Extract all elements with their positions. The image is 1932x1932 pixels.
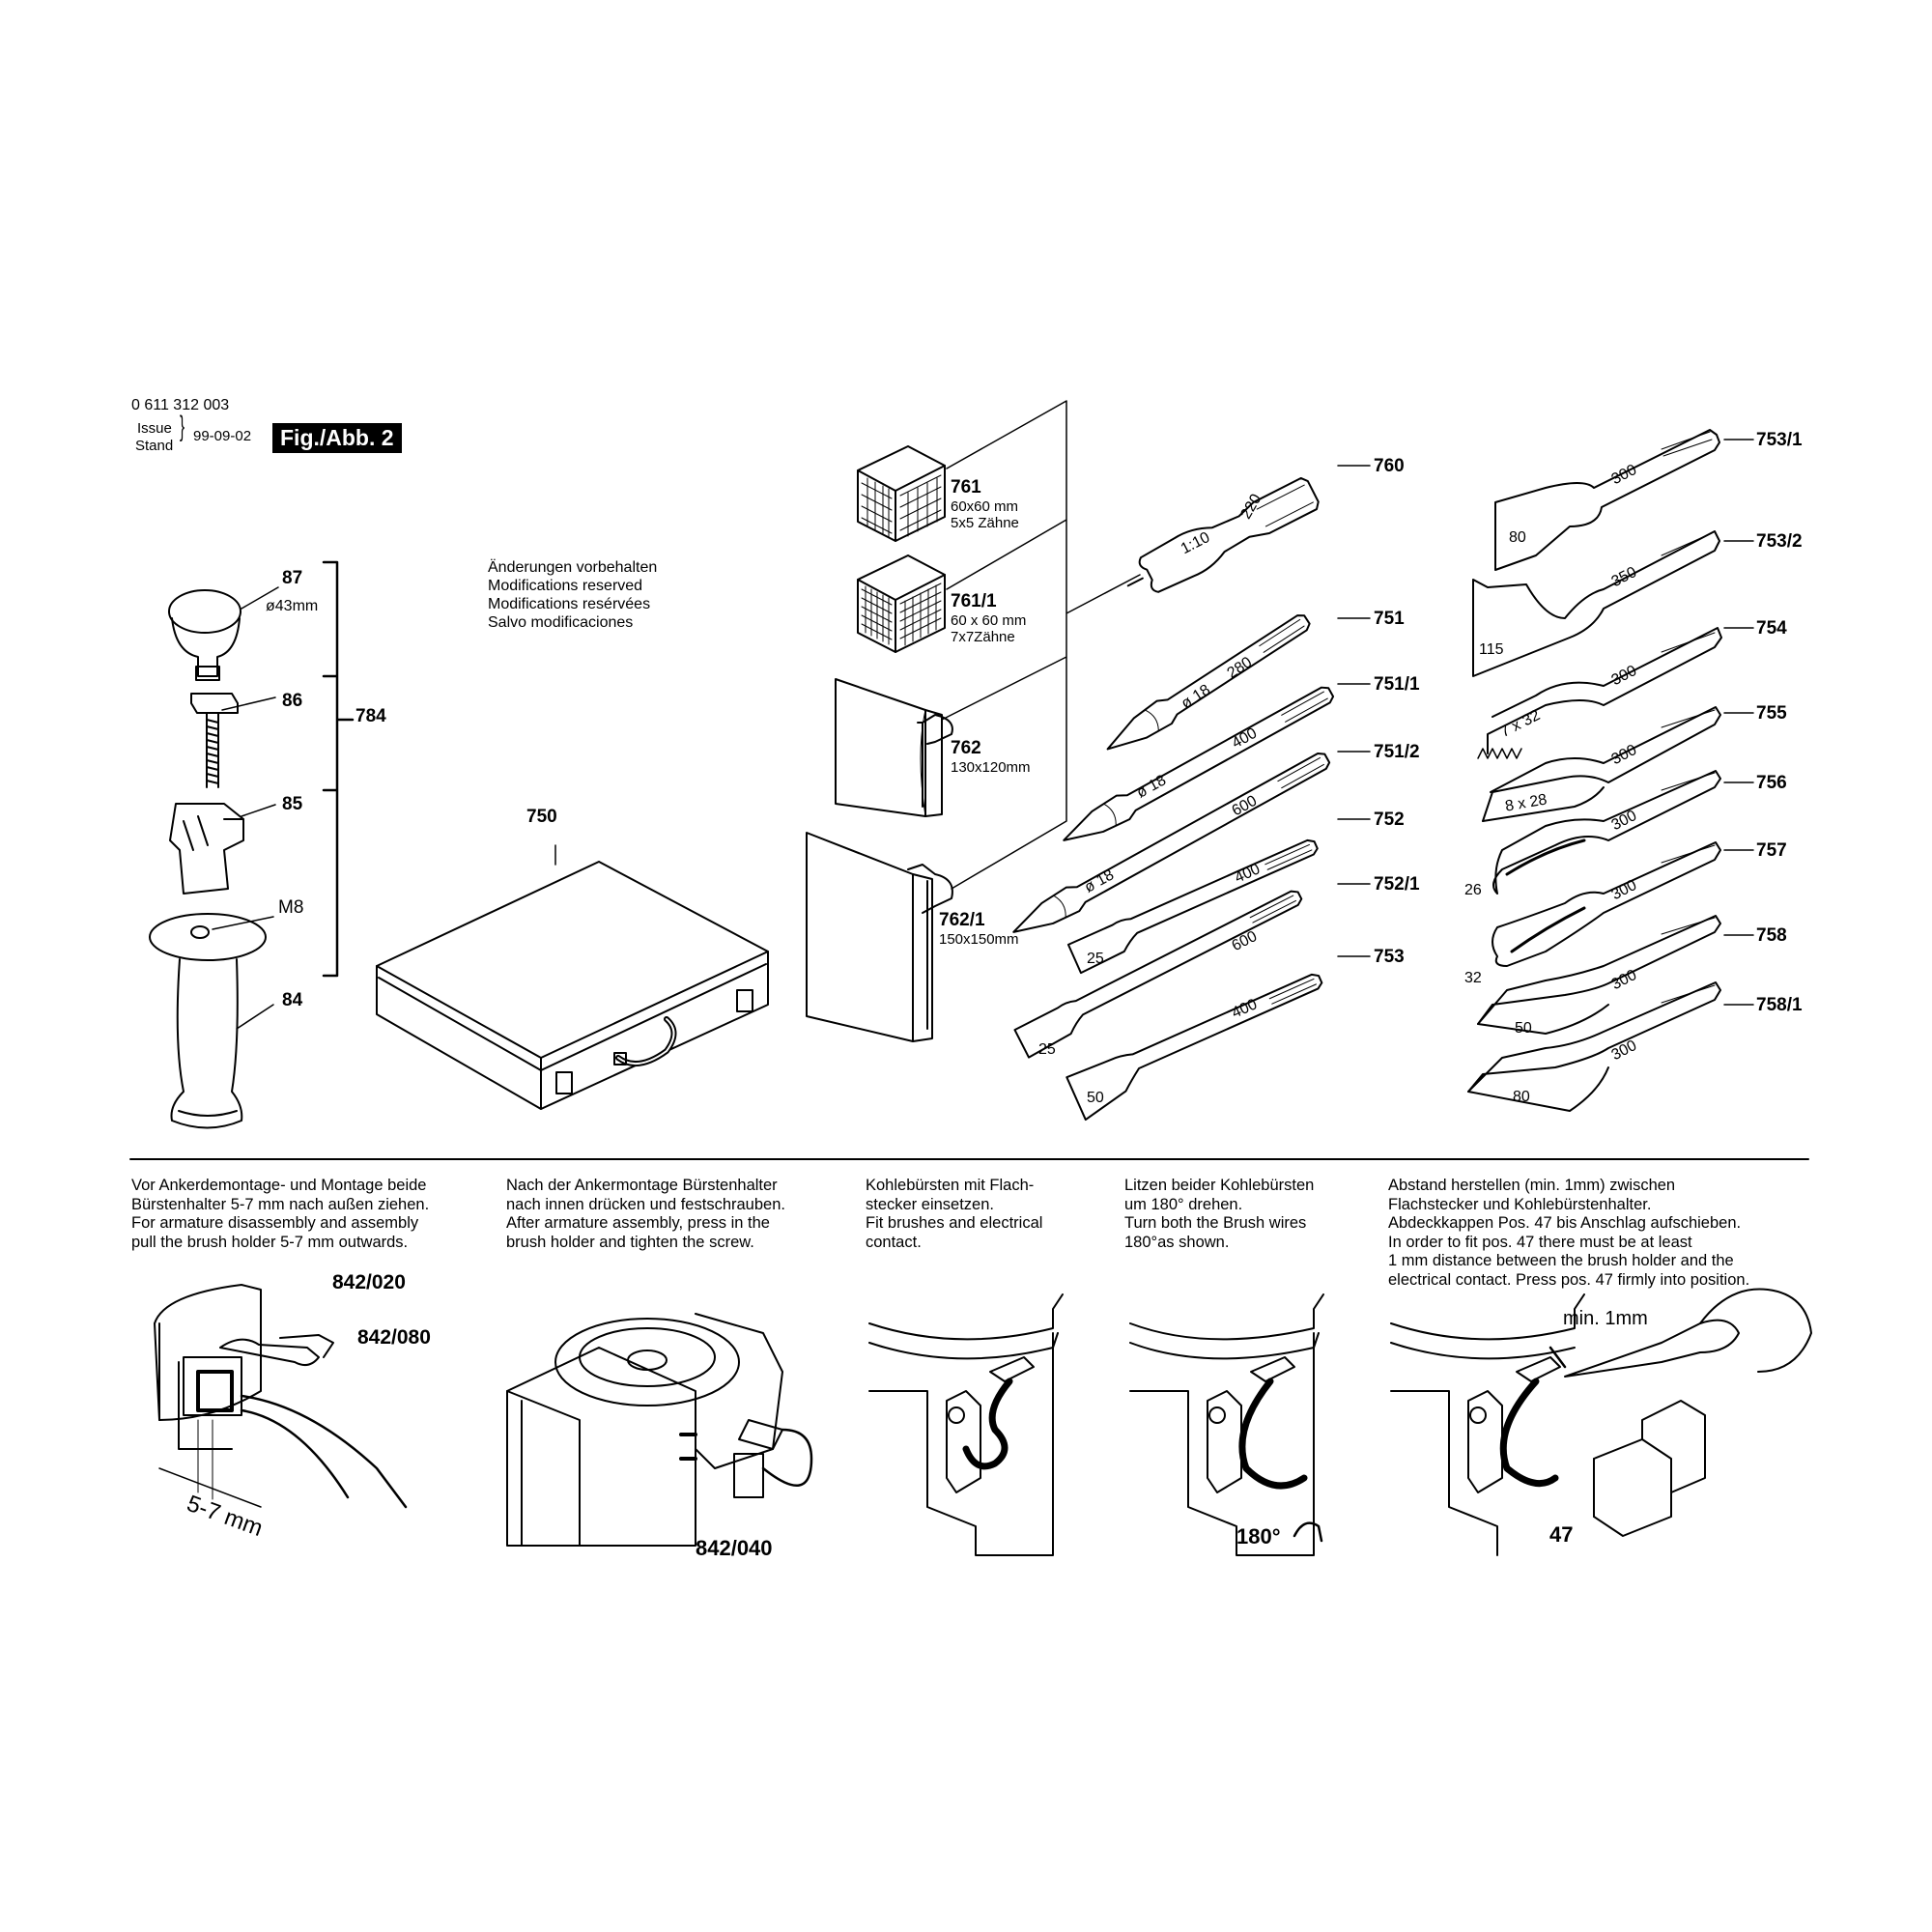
label-180deg: 180° — [1236, 1524, 1281, 1548]
width-756: 26 — [1464, 882, 1482, 898]
step2-illustration — [506, 1313, 813, 1547]
side-handle-assembly — [149, 560, 355, 1129]
t-bolt-drawing — [190, 693, 239, 788]
label-753-1: 753/1 — [1756, 430, 1803, 450]
label-84: 84 — [282, 990, 303, 1010]
label-752: 752 — [1374, 810, 1405, 830]
width-753-1: 80 — [1509, 529, 1526, 546]
chisel-753-drawing — [1065, 973, 1323, 1122]
step5-illustration — [1390, 1288, 1812, 1556]
label-757: 757 — [1756, 840, 1787, 861]
instruction-1-text: Vor Ankerdemontage- und Montage beide Bü… — [131, 1177, 430, 1251]
nut-holder-drawing — [169, 803, 244, 895]
label-85: 85 — [282, 794, 303, 814]
instruction-3-text: Kohlebürsten mit Flach- stecker einsetze… — [866, 1177, 1043, 1251]
label-86: 86 — [282, 691, 303, 711]
label-751-2: 751/2 — [1374, 742, 1420, 762]
instruction-2-text: Nach der Ankermontage Bürstenhalter nach… — [506, 1177, 785, 1251]
label-47: 47 — [1549, 1522, 1574, 1547]
issue-label: Issue — [137, 420, 172, 437]
modifications-notice: Änderungen vorbehalten Modifications res… — [488, 559, 658, 631]
label-752-1: 752/1 — [1374, 874, 1420, 895]
width-757: 32 — [1464, 970, 1482, 986]
label-784: 784 — [355, 706, 386, 726]
spec-762-1: 150x150mm — [939, 931, 1019, 948]
label-761-1: 761/1 — [951, 591, 997, 611]
label-751: 751 — [1374, 609, 1405, 629]
chisel-751-drawing — [1106, 614, 1311, 751]
label-842-020: 842/020 — [332, 1271, 406, 1293]
chisel-758-1-drawing — [1467, 981, 1721, 1112]
label-754: 754 — [1756, 618, 1787, 639]
chisel-760-drawing — [1126, 476, 1320, 593]
chisel-752-1-drawing — [1013, 890, 1303, 1059]
chisel-751-1-drawing — [1063, 686, 1335, 841]
width-752: 25 — [1087, 951, 1104, 967]
chisel-756-drawing — [1492, 770, 1721, 895]
chisel-753-1-drawing — [1494, 429, 1720, 571]
bushing-plate-761-drawing — [857, 445, 946, 542]
stand-label: Stand — [135, 438, 174, 454]
bushing-plate-762-drawing — [835, 678, 953, 817]
label-753-2: 753/2 — [1756, 531, 1803, 552]
step4-illustration — [1129, 1293, 1324, 1556]
instruction-5-text: Abstand herstellen (min. 1mm) zwischen F… — [1388, 1177, 1750, 1289]
leader-lines — [1337, 439, 1754, 1006]
chisel-751-2-drawing — [1012, 753, 1331, 933]
chisel-752-drawing — [1066, 838, 1319, 975]
label-758-1: 758/1 — [1756, 995, 1803, 1015]
tooth-grid — [861, 582, 942, 646]
bushing-plate-762-1-drawing — [806, 832, 953, 1042]
label-762-1: 762/1 — [939, 910, 985, 930]
carrying-case-drawing — [376, 844, 769, 1110]
step1-illustration — [154, 1284, 408, 1509]
label-761: 761 — [951, 477, 981, 497]
part-number: 0 611 312 003 — [131, 397, 230, 413]
label-758: 758 — [1756, 925, 1787, 946]
label-762: 762 — [951, 738, 981, 758]
label-756: 756 — [1756, 773, 1787, 793]
bushing-plate-761-1-drawing — [857, 554, 946, 653]
spec-762: 130x120mm — [951, 759, 1031, 776]
spec-761-1: 60 x 60 mm 7x7Zähne — [951, 612, 1027, 645]
chisel-754-drawing — [1477, 627, 1722, 759]
label-760: 760 — [1374, 456, 1405, 476]
spec-761: 60x60 mm 5x5 Zähne — [951, 498, 1019, 531]
spec-87: ø43mm — [266, 598, 319, 614]
label-min-1mm: min. 1mm — [1563, 1308, 1648, 1329]
tooth-grid — [861, 474, 942, 538]
label-750: 750 — [526, 807, 557, 827]
chisel-758-drawing — [1477, 915, 1721, 1035]
instruction-4-text: Litzen beider Kohlebürsten um 180° drehe… — [1124, 1177, 1315, 1251]
label-755: 755 — [1756, 703, 1787, 724]
brace-glyph: } — [180, 411, 185, 442]
label-842-080: 842/080 — [357, 1326, 431, 1349]
label-87: 87 — [282, 568, 303, 588]
clamp-band-drawing — [168, 589, 242, 681]
width-753: 50 — [1087, 1090, 1104, 1106]
chisel-753-2-drawing — [1472, 530, 1720, 677]
width-753-2: 115 — [1479, 641, 1504, 658]
step3-illustration — [868, 1293, 1064, 1556]
width-752-1: 25 — [1038, 1041, 1056, 1058]
issue-date: 99-09-02 — [193, 428, 252, 444]
label-753: 753 — [1374, 947, 1405, 967]
label-m8: M8 — [278, 897, 304, 918]
chisel-757-drawing — [1492, 841, 1721, 967]
width-758-1: 80 — [1513, 1089, 1530, 1105]
figure-badge: Fig./Abb. 2 — [272, 423, 402, 453]
chisel-755-drawing — [1482, 706, 1721, 822]
label-751-1: 751/1 — [1374, 674, 1420, 695]
width-758: 50 — [1515, 1020, 1532, 1037]
grip-drawing — [149, 913, 267, 1129]
label-842-040: 842/040 — [696, 1536, 773, 1560]
